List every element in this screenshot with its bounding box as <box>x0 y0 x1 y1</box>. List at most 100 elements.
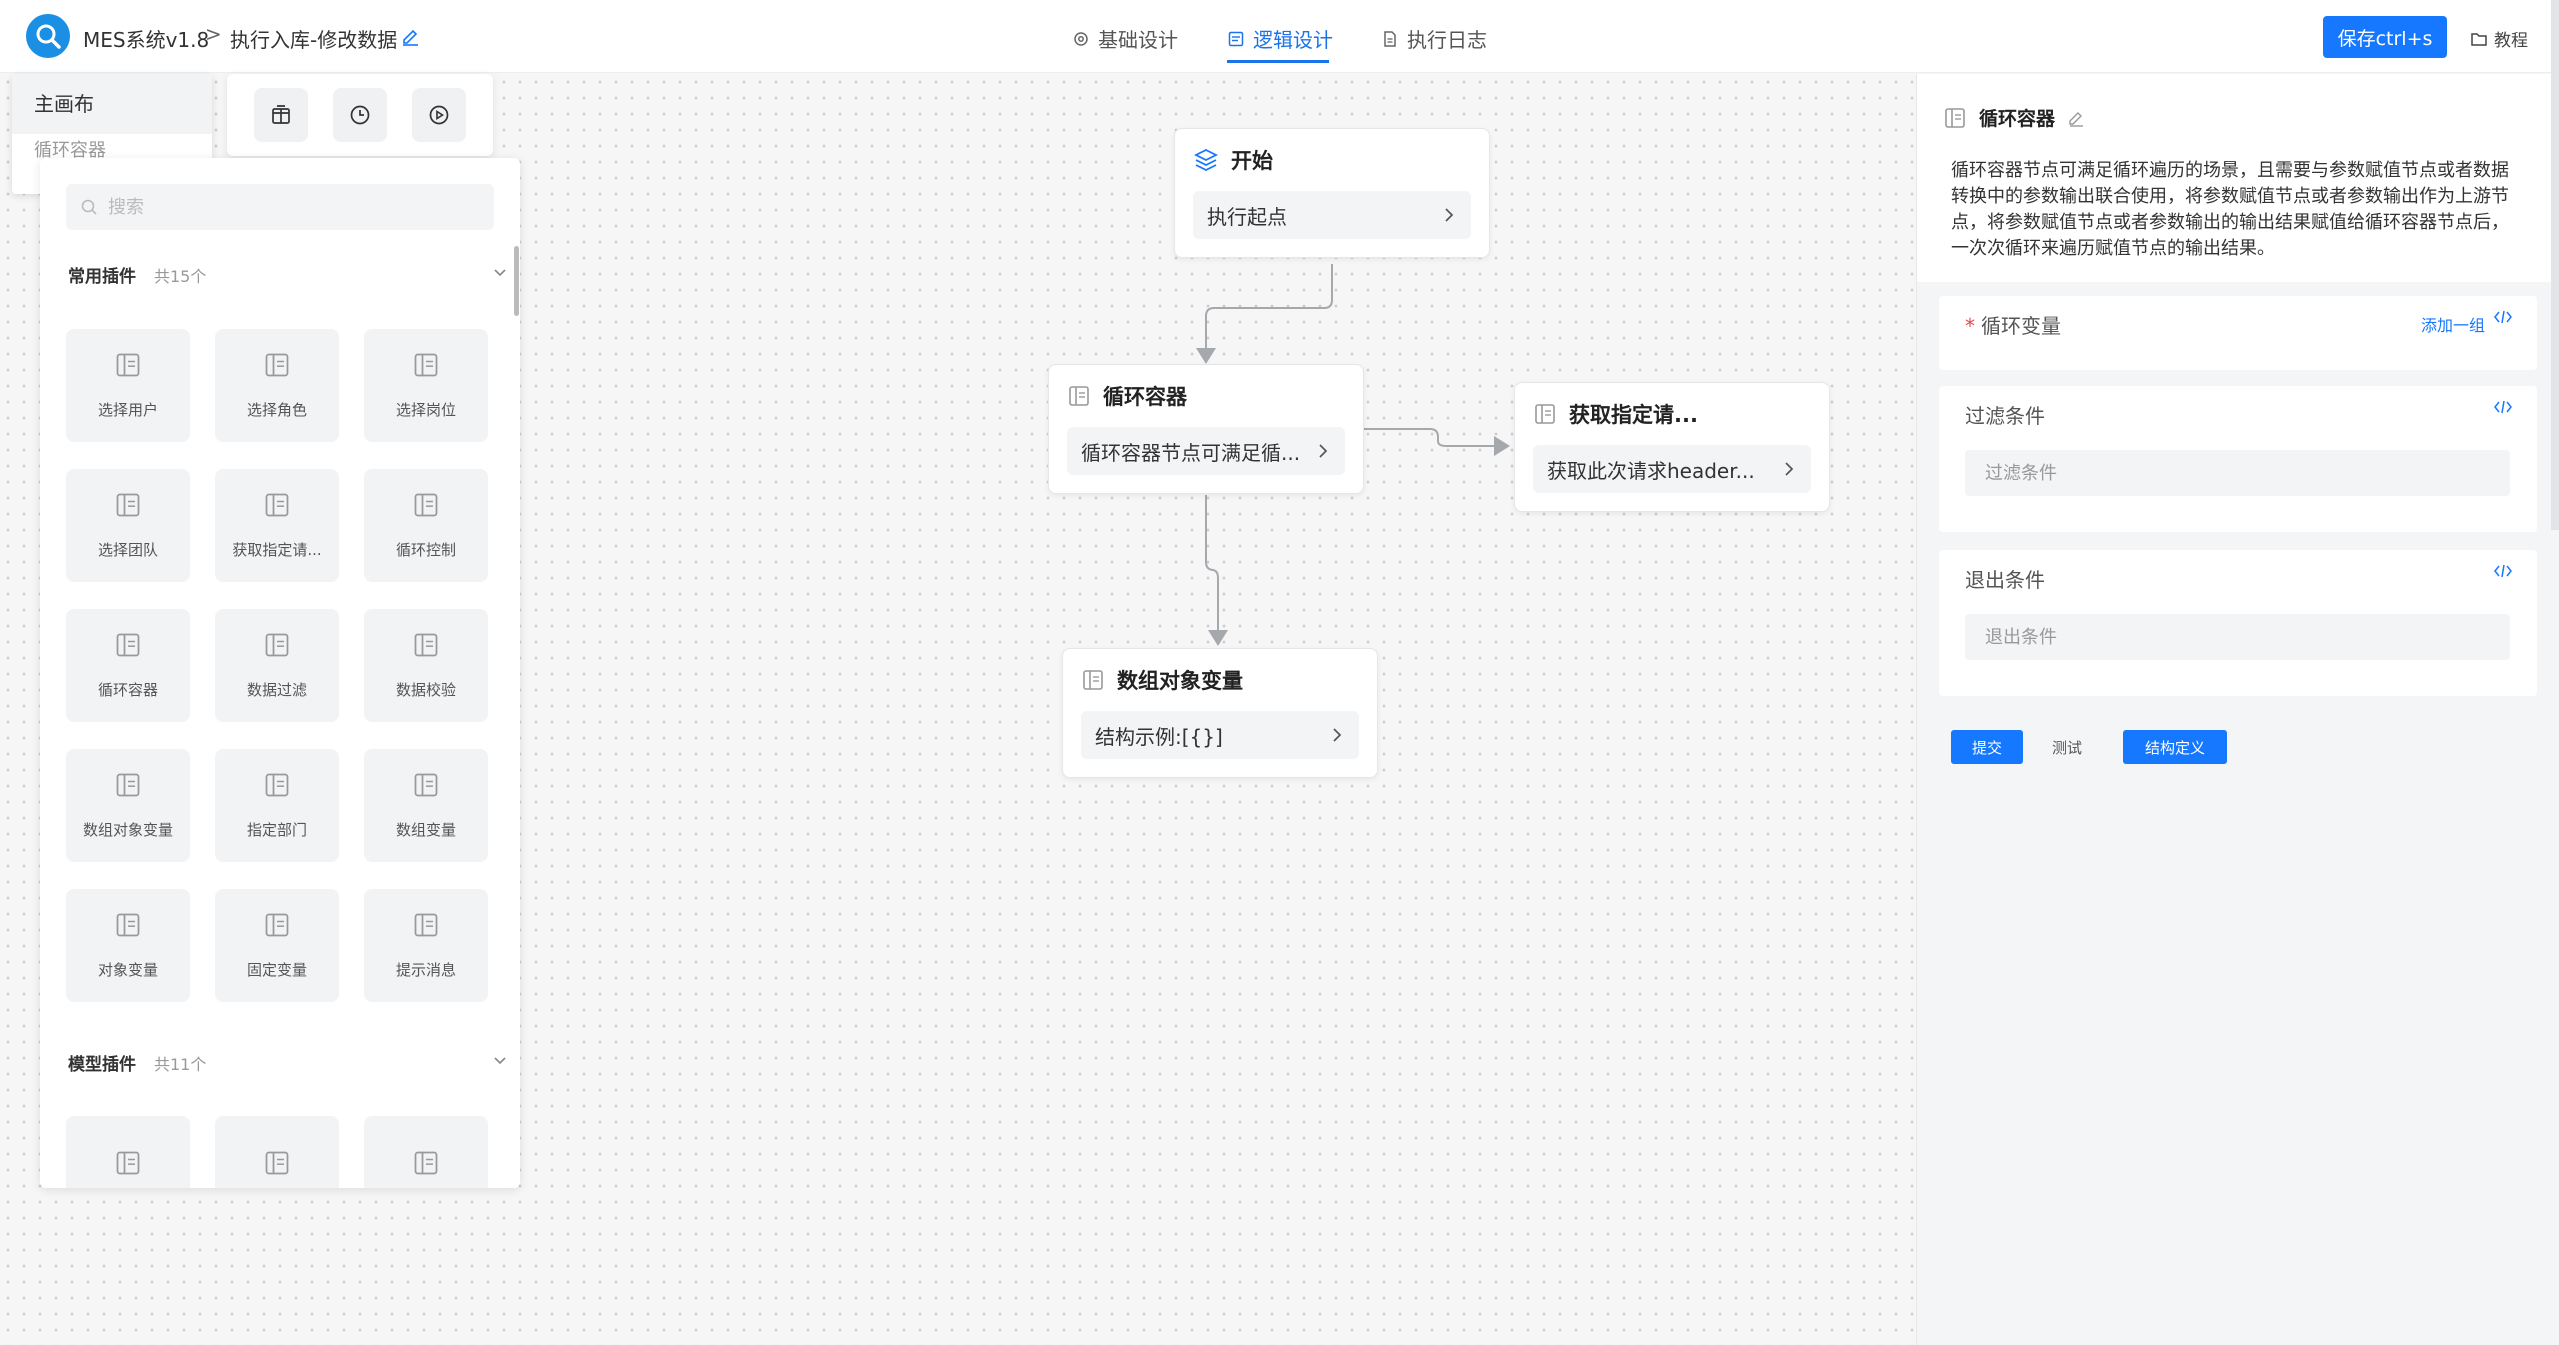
plugin-card[interactable]: 数组对象变量 <box>66 749 190 862</box>
exit-condition-input[interactable] <box>1965 614 2510 660</box>
active-tab-indicator <box>1227 60 1329 63</box>
top-header: MES系统v1.8 > 执行入库-修改数据 基础设计 逻辑设计 执行日志 保存c… <box>0 0 2559 73</box>
panel-icon <box>265 913 289 937</box>
plugin-card[interactable]: 固定变量 <box>215 889 339 1002</box>
panel-icon <box>414 633 438 657</box>
code-icon[interactable] <box>2493 562 2513 580</box>
plugin-card[interactable]: 数据过滤 <box>215 609 339 722</box>
plugin-search[interactable] <box>66 184 494 230</box>
node-array-object-var[interactable]: 数组对象变量 结构示例:[{}] <box>1062 648 1378 778</box>
loop-variable-text: 循环变量 <box>1981 314 2061 338</box>
tab-logic-design[interactable]: 逻辑设计 <box>1227 24 1333 53</box>
panel-icon <box>116 773 140 797</box>
section-title: 常用插件 <box>68 267 136 287</box>
layers-icon <box>1193 148 1219 172</box>
chevron-right-icon <box>1333 728 1342 742</box>
edit-title-icon[interactable] <box>400 26 420 50</box>
section-count: 共11个 <box>154 1054 207 1074</box>
history-button[interactable] <box>332 88 387 142</box>
submit-button[interactable]: 提交 <box>1951 730 2023 764</box>
plugin-card-label: 提示消息 <box>395 961 456 979</box>
edit-icon[interactable] <box>2067 109 2085 127</box>
panel-icon <box>414 493 438 517</box>
node-body[interactable]: 循环容器节点可满足循... <box>1067 427 1345 475</box>
structure-definition-button[interactable]: 结构定义 <box>2123 730 2227 764</box>
tab-basic-design[interactable]: 基础设计 <box>1072 24 1178 53</box>
node-title: 循环容器 <box>1103 385 1187 409</box>
menu-item-loop-container[interactable]: 循环容器 <box>34 140 106 161</box>
required-mark: * <box>1965 314 1975 338</box>
plugin-card-label: 选择团队 <box>97 541 158 559</box>
gear-icon <box>1074 31 1088 46</box>
plugin-card[interactable]: 循环容器 <box>66 609 190 722</box>
clock-icon <box>350 105 370 125</box>
plugin-card[interactable]: 数据校验 <box>364 609 488 722</box>
properties-header: 循环容器 循环容器节点可满足循环遍历的场景，且需要与参数赋值节点或者数据转换中的… <box>1917 74 2559 282</box>
tutorial-link[interactable]: 教程 <box>2470 26 2528 51</box>
plugin-card[interactable]: 获取指定请... <box>215 469 339 582</box>
panel-icon <box>116 913 140 937</box>
plugin-package-button[interactable] <box>253 88 308 142</box>
add-group-link[interactable]: 添加一组 <box>2420 316 2485 335</box>
node-title: 数组对象变量 <box>1117 669 1243 693</box>
play-icon <box>429 105 449 125</box>
plugin-card[interactable]: 数组变量 <box>364 749 488 862</box>
plugin-card[interactable]: 提示消息 <box>364 889 488 1002</box>
plugin-card[interactable] <box>364 1116 488 1188</box>
section-count: 共15个 <box>154 266 207 286</box>
plugin-card-label: 对象变量 <box>97 961 158 979</box>
node-body[interactable]: 获取此次请求header... <box>1533 445 1811 493</box>
plugin-card[interactable] <box>66 1116 190 1188</box>
code-icon[interactable] <box>2493 398 2513 416</box>
node-start[interactable]: 开始 执行起点 <box>1174 128 1490 258</box>
chevron-right-icon <box>1445 208 1454 222</box>
plugin-card[interactable] <box>215 1116 339 1188</box>
chevron-right-icon <box>1319 444 1328 458</box>
tab-execution-log[interactable]: 执行日志 <box>1381 24 1487 53</box>
plugin-card[interactable]: 指定部门 <box>215 749 339 862</box>
plugin-card[interactable]: 选择岗位 <box>364 329 488 442</box>
plugin-card[interactable]: 选择用户 <box>66 329 190 442</box>
plugin-card[interactable]: 循环控制 <box>364 469 488 582</box>
exit-condition-card: 退出条件 <box>1939 550 2537 696</box>
properties-title: 循环容器 <box>1979 108 2056 130</box>
plugin-panel-scrollbar[interactable] <box>514 246 519 316</box>
panel-icon <box>414 1151 438 1174</box>
panel-icon <box>1083 670 1103 690</box>
exit-condition-label: 退出条件 <box>1965 568 2045 592</box>
document-icon <box>1228 31 1244 46</box>
menu-item-main-canvas[interactable]: 主画布 <box>12 74 212 134</box>
plugin-card-label: 数据过滤 <box>246 681 307 699</box>
panel-icon <box>116 1151 140 1174</box>
filter-condition-label: 过滤条件 <box>1965 404 2045 428</box>
code-icon[interactable] <box>2493 308 2513 326</box>
node-body[interactable]: 结构示例:[{}] <box>1081 711 1359 759</box>
panel-icon <box>414 913 438 937</box>
plugin-search-input[interactable] <box>108 196 468 218</box>
app-name[interactable]: MES系统v1.8 <box>83 28 210 52</box>
properties-description: 循环容器节点可满足循环遍历的场景，且需要与参数赋值节点或者数据转换中的参数输出联… <box>1951 160 2509 259</box>
node-body-text: 结构示例:[{}] <box>1095 724 1223 749</box>
tab-label: 执行日志 <box>1407 28 1487 52</box>
save-button[interactable]: 保存ctrl+s <box>2323 16 2447 58</box>
section-title: 模型插件 <box>68 1055 136 1075</box>
node-get-request[interactable]: 获取指定请... 获取此次请求header... <box>1514 382 1830 512</box>
node-body[interactable]: 执行起点 <box>1193 191 1471 239</box>
node-loop-container[interactable]: 循环容器 循环容器节点可满足循... <box>1048 364 1364 494</box>
edge-start-loop <box>1196 264 1333 364</box>
section-common-plugins-header[interactable]: 常用插件 共15个 <box>68 262 508 287</box>
filter-condition-input[interactable] <box>1965 450 2510 496</box>
properties-scrollbar[interactable] <box>2551 0 2559 530</box>
plugin-card[interactable]: 选择角色 <box>215 329 339 442</box>
node-body-text: 执行起点 <box>1207 204 1287 229</box>
test-button[interactable]: 测试 <box>2051 738 2082 757</box>
plugin-card[interactable]: 对象变量 <box>66 889 190 1002</box>
plugin-card[interactable]: 选择团队 <box>66 469 190 582</box>
plugin-card-label: 获取指定请... <box>232 541 322 559</box>
section-model-plugins-header[interactable]: 模型插件 共11个 <box>68 1050 508 1075</box>
plugin-card-label: 选择用户 <box>97 401 158 419</box>
model-plugins-grid <box>66 1116 488 1188</box>
panel-icon <box>116 493 140 517</box>
run-button[interactable] <box>412 88 467 142</box>
